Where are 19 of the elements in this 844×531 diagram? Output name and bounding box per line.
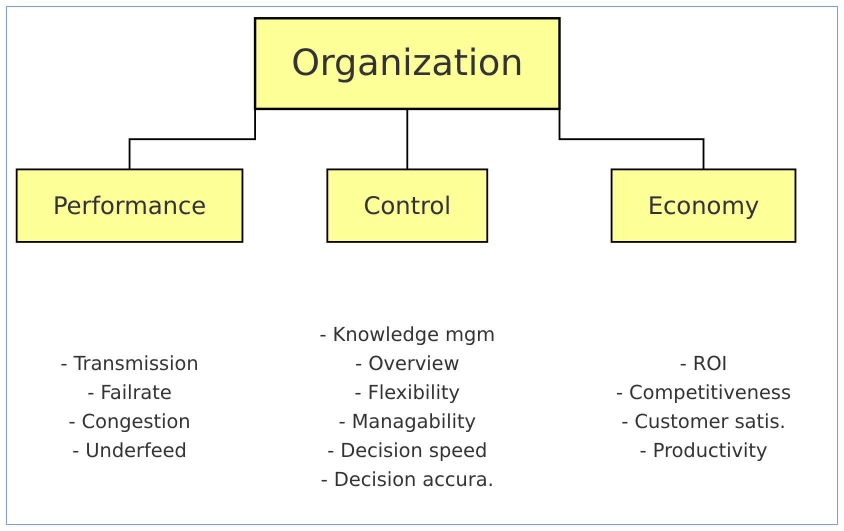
node-label: - Failrate <box>87 380 172 404</box>
node-label: - Competitiveness <box>616 380 792 404</box>
node-label: - Decision speed <box>327 438 488 462</box>
connector <box>406 108 408 170</box>
node-label: - Underfeed <box>72 438 187 462</box>
node-label: - Managability <box>338 410 476 433</box>
node-label: - Customer satis. <box>621 410 786 433</box>
node-label: - Flexibility <box>354 380 460 404</box>
node-label: - Congestion <box>68 410 191 433</box>
node-label: - ROI <box>680 352 728 375</box>
node-box: Economy <box>610 168 796 243</box>
node-label: - Knowledge mgm <box>320 322 496 346</box>
node-box: Performance <box>16 168 244 243</box>
node-label: - Transmission <box>60 352 199 375</box>
node-box: Control <box>326 168 488 243</box>
node-label: - Overview <box>355 352 460 375</box>
node-label: - Decision accura. <box>320 468 494 491</box>
node-label: - Productivity <box>640 438 768 462</box>
node-box: Organization <box>254 17 561 110</box>
